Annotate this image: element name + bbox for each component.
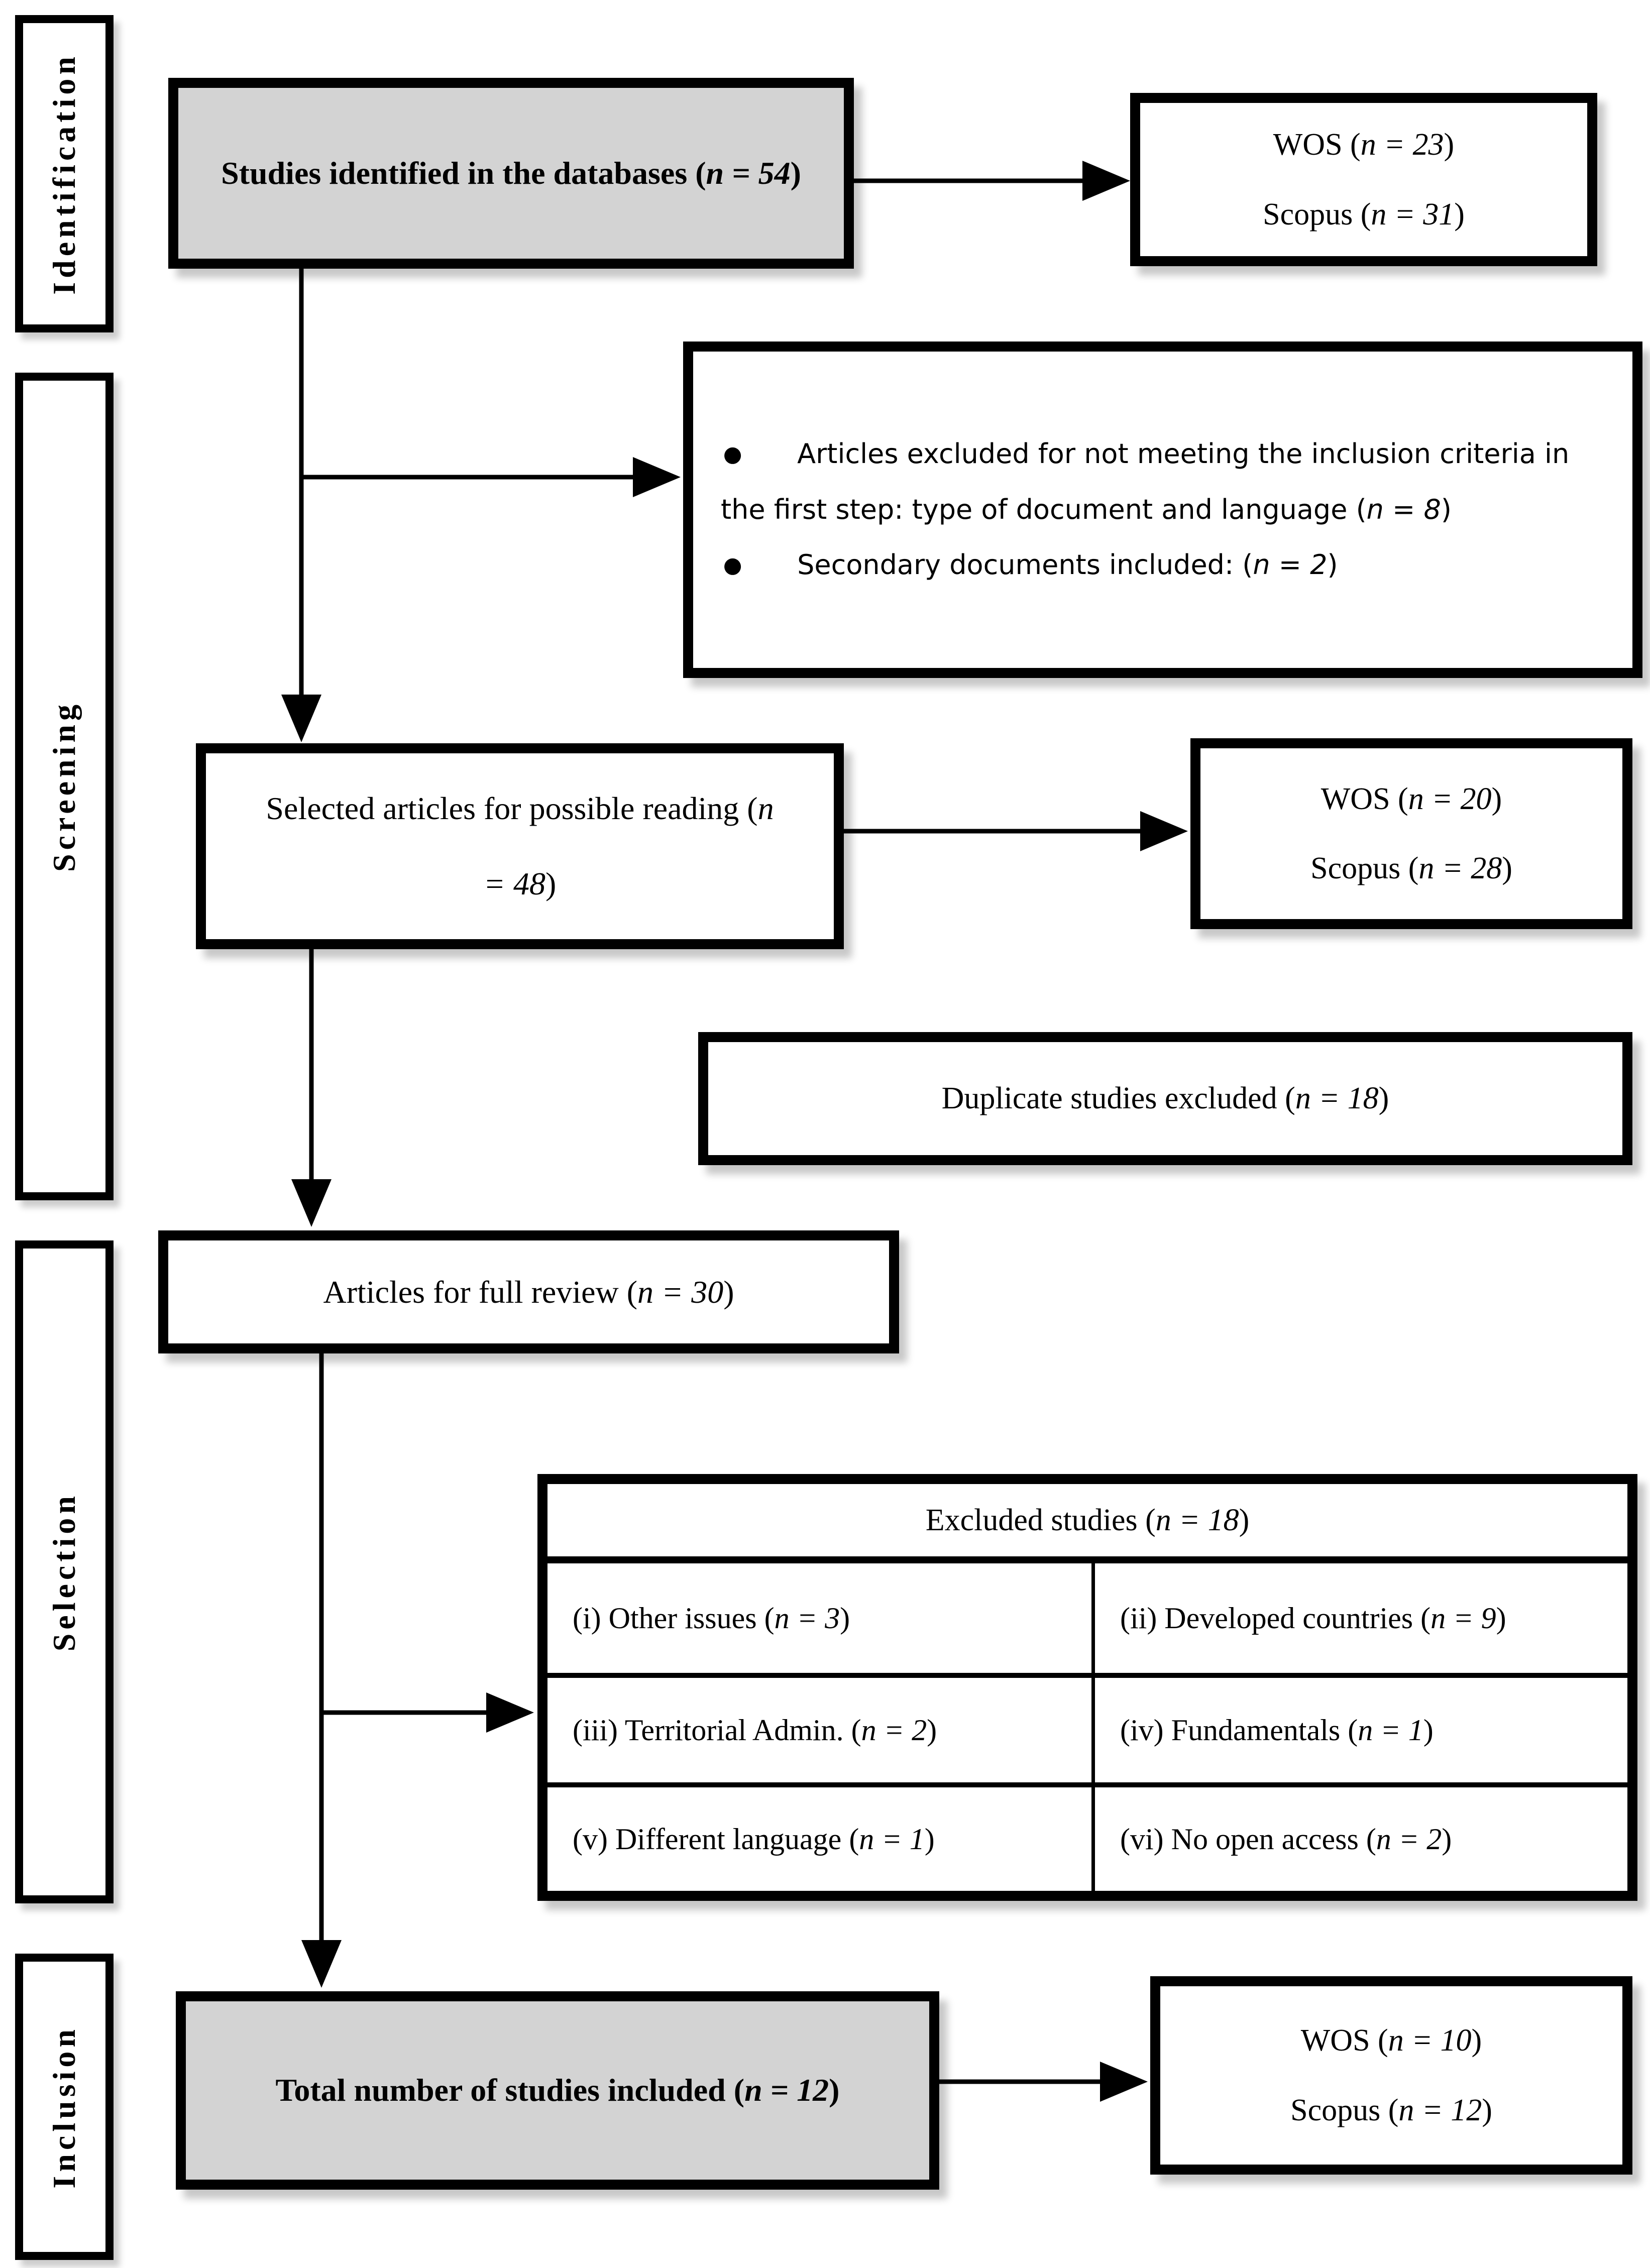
box-total-included: Total number of studies included (n = 12… (176, 1991, 939, 2190)
box-text: Articles for full review (n = 30) (323, 1274, 734, 1310)
arrow-selected-down (291, 949, 332, 1227)
stage-label: Selection (46, 1492, 82, 1652)
scopus-count: Scopus (n = 28) (1310, 851, 1512, 885)
box-first-step-exclusions: ●Articles excluded for not meeting the i… (683, 342, 1642, 678)
box-selected-articles: Selected articles for possible reading (… (196, 743, 844, 949)
box-duplicates-excluded: Duplicate studies excluded (n = 18) (698, 1032, 1632, 1165)
arrow-identified-to-counts (854, 161, 1130, 201)
box-selected-counts: WOS (n = 20) Scopus (n = 28) (1190, 738, 1632, 929)
scopus-count: Scopus (n = 31) (1263, 197, 1465, 232)
arrow-total-to-counts (939, 2062, 1148, 2102)
stage-label: Inclusion (46, 2025, 82, 2189)
table-cell: (iii) Territorial Admin. (n = 2) (547, 1673, 1095, 1782)
arrow-fullreview-down (301, 1353, 342, 1988)
bullet-icon: ● (723, 441, 742, 467)
box-text: Duplicate studies excluded (n = 18) (941, 1081, 1389, 1115)
box-studies-identified: Studies identified in the databases (n =… (168, 78, 854, 269)
box-text: Selected articles for possible reading (… (266, 790, 774, 901)
stage-label: Identification (46, 53, 82, 295)
wos-count: WOS (n = 23) (1273, 128, 1455, 162)
arrow-identified-down (281, 269, 321, 742)
stage-selection: Selection (15, 1240, 114, 1903)
bullet-icon: ● (723, 552, 742, 578)
table-cell: (v) Different language (n = 1) (547, 1782, 1095, 1891)
excluded-studies-table: Excluded studies (n = 18) (i) Other issu… (537, 1474, 1637, 1901)
box-text: Studies identified in the databases (n =… (221, 155, 801, 191)
wos-count: WOS (n = 10) (1300, 2023, 1482, 2058)
box-full-review: Articles for full review (n = 30) (158, 1230, 899, 1353)
arrow-branch-first-step-exclusions (301, 457, 681, 497)
scopus-count: Scopus (n = 12) (1290, 2093, 1492, 2127)
box-total-counts: WOS (n = 10) Scopus (n = 12) (1150, 1976, 1632, 2175)
box-text: Total number of studies included (n = 12… (275, 2072, 840, 2108)
table-cell: (i) Other issues (n = 3) (547, 1563, 1095, 1673)
bullet-item: ●Articles excluded for not meeting the i… (721, 426, 1605, 537)
stage-screening: Screening (15, 373, 114, 1200)
table-cell: (ii) Developed countries (n = 9) (1120, 1601, 1506, 1635)
stage-identification: Identification (15, 15, 114, 332)
bullet-text: Secondary documents included: (n = 2) (797, 549, 1338, 581)
table-title: Excluded studies (n = 18) (547, 1484, 1627, 1563)
box-identified-counts: WOS (n = 23) Scopus (n = 31) (1130, 93, 1597, 266)
table-cell: (vi) No open access (n = 2) (1095, 1782, 1627, 1891)
arrow-branch-excluded-table (321, 1692, 534, 1733)
bullet-text: Articles excluded for not meeting the in… (721, 437, 1570, 525)
arrow-selected-to-counts (844, 811, 1188, 851)
table-cell: (iv) Fundamentals (n = 1) (1095, 1673, 1627, 1782)
bullet-item: ● Secondary documents included: (n = 2) (721, 537, 1338, 593)
stage-label: Screening (46, 701, 82, 872)
wos-count: WOS (n = 20) (1321, 781, 1502, 816)
stage-inclusion: Inclusion (15, 1954, 114, 2260)
